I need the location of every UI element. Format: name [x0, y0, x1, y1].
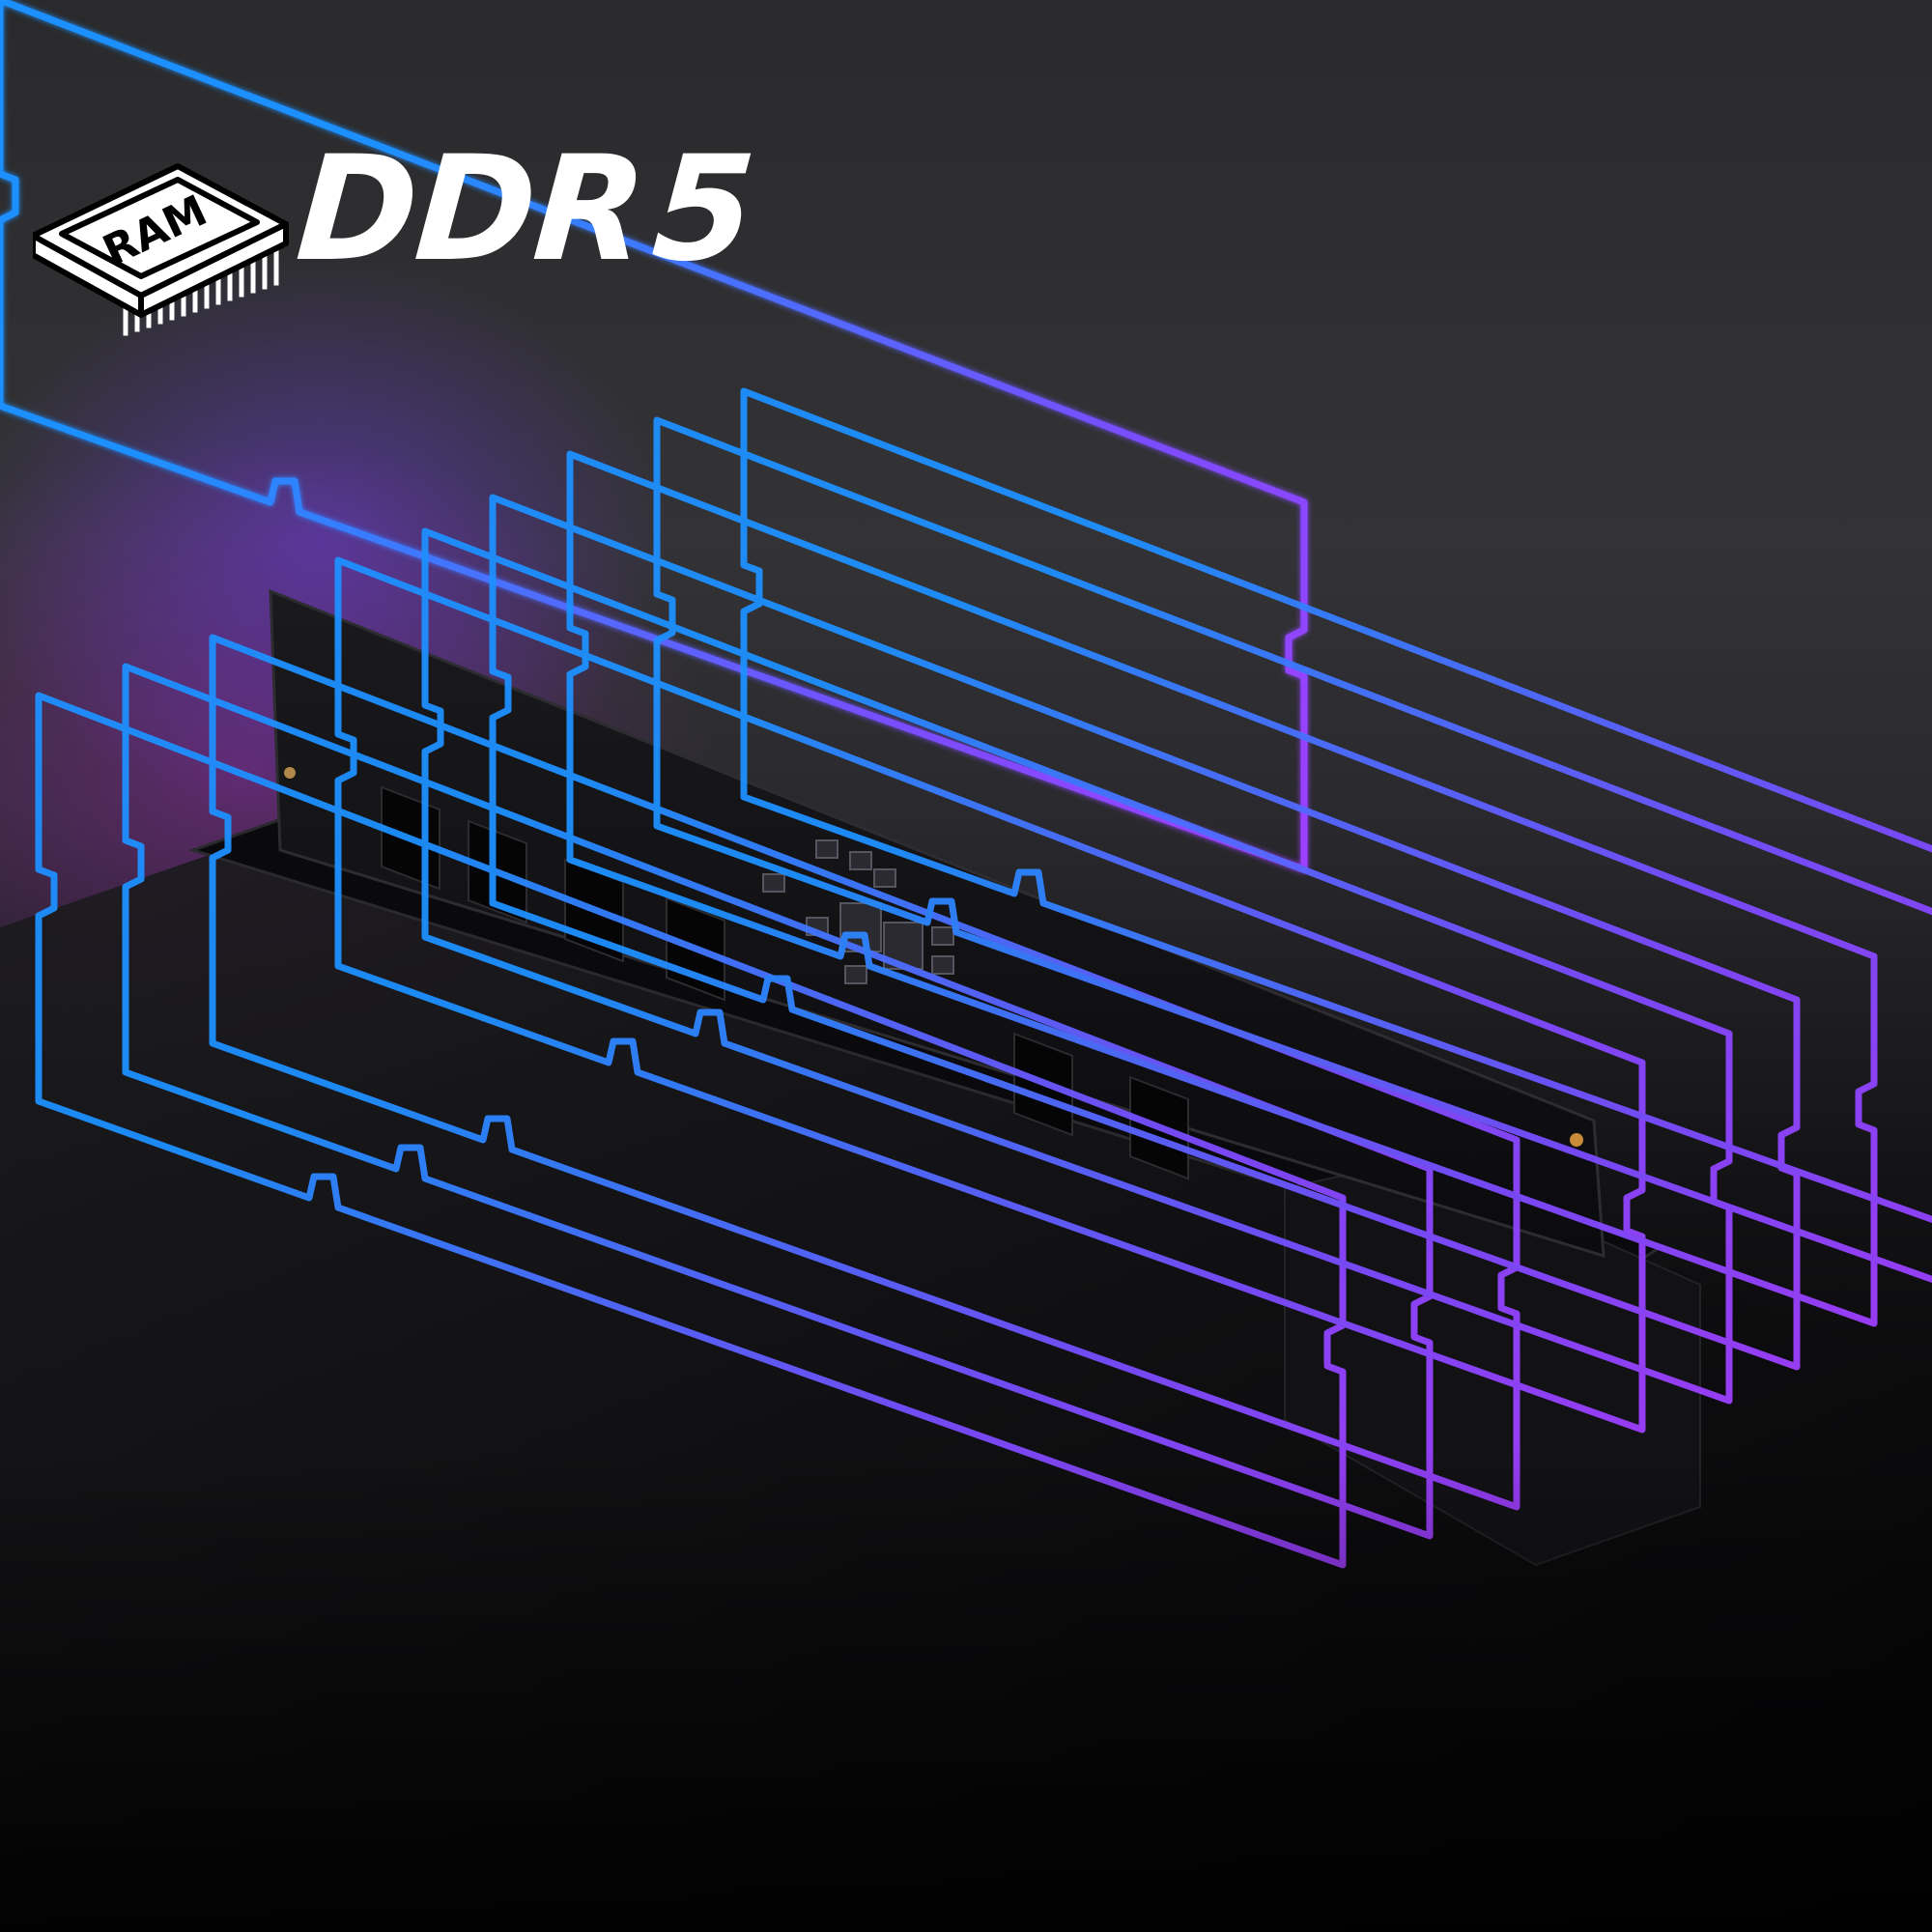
- ram-chip-icon: RAM: [33, 163, 289, 336]
- foreground-shadow: [0, 1449, 1932, 1932]
- ddr-prefix: DDR: [291, 126, 650, 294]
- trace-outline-1: [0, 0, 1308, 873]
- ddr-generation-number: 5: [647, 126, 760, 294]
- ddr5-heading: DDR5: [292, 126, 760, 294]
